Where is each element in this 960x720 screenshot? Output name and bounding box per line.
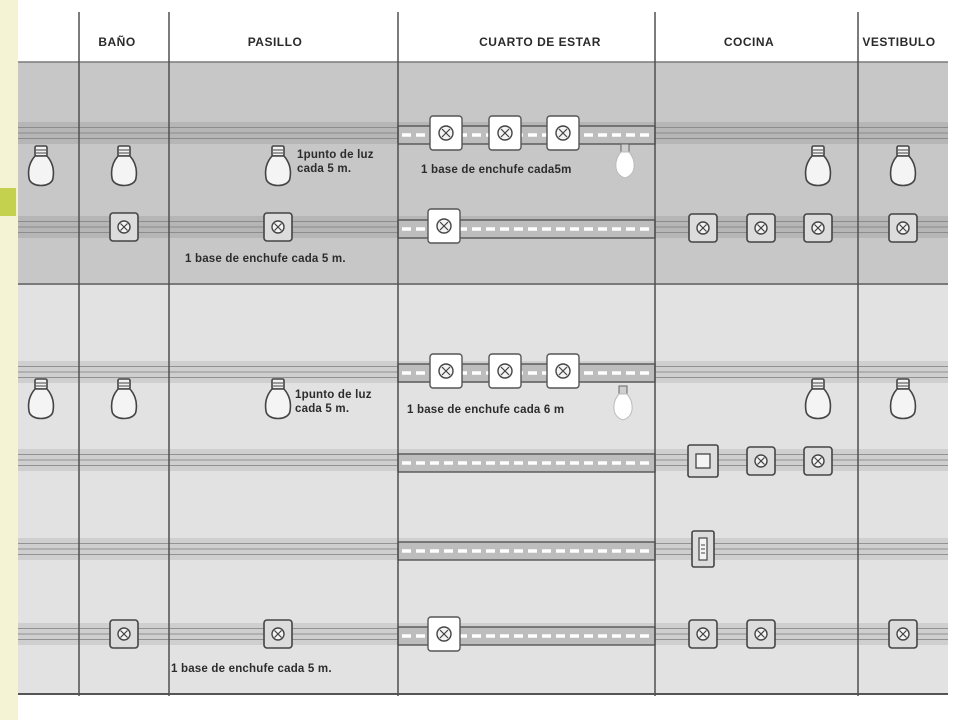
outlet-icon bbox=[263, 212, 293, 242]
outlet-icon bbox=[803, 446, 833, 476]
note-line: cada 5 m. bbox=[295, 403, 350, 415]
outlet-icon bbox=[746, 619, 776, 649]
switch-icon bbox=[687, 444, 719, 478]
outlet-icon bbox=[888, 213, 918, 243]
note-line: 1punto de luz bbox=[295, 389, 372, 401]
outlet-icon bbox=[688, 213, 718, 243]
note-light-pasillo-upper: 1punto de luz cada 5 m. bbox=[297, 148, 374, 176]
note-outlet-pasillo-lower: 1 base de enchufe cada 5 m. bbox=[171, 663, 332, 675]
outlet-icon bbox=[109, 619, 139, 649]
outlet-icon bbox=[546, 115, 580, 151]
decorative-side-tab bbox=[0, 188, 16, 216]
outlet-icon bbox=[427, 208, 461, 244]
note-line: cada 5 m. bbox=[297, 163, 352, 175]
outlet-icon bbox=[803, 213, 833, 243]
note-outlet-estar-upper: 1 base de enchufe cada5m bbox=[421, 164, 572, 176]
outlet-icon bbox=[429, 115, 463, 151]
upper-panel bbox=[18, 62, 948, 284]
header-cocina: COCINA bbox=[723, 35, 775, 49]
outlet-icon bbox=[488, 115, 522, 151]
header-cuarto-de-estar: CUARTO DE ESTAR bbox=[479, 35, 601, 49]
note-line: 1punto de luz bbox=[297, 149, 374, 161]
header-pasillo: PASILLO bbox=[247, 35, 303, 49]
outlet-icon bbox=[263, 619, 293, 649]
outlet-icon bbox=[746, 213, 776, 243]
note-outlet-pasillo-upper: 1 base de enchufe cada 5 m. bbox=[185, 253, 346, 265]
outlet-icon bbox=[109, 212, 139, 242]
outlet-icon bbox=[546, 353, 580, 389]
outlet-icon bbox=[688, 619, 718, 649]
decorative-side-stripe bbox=[0, 0, 18, 720]
distribution-panel-icon bbox=[691, 530, 715, 568]
header-vestibulo: VESTIBULO bbox=[862, 35, 936, 49]
outlet-icon bbox=[746, 446, 776, 476]
outlet-icon bbox=[888, 619, 918, 649]
note-outlet-estar-lower: 1 base de enchufe cada 6 m bbox=[407, 404, 565, 416]
outlet-icon bbox=[429, 353, 463, 389]
outlet-icon bbox=[488, 353, 522, 389]
column-dividers bbox=[78, 12, 859, 696]
header-bano: BAÑO bbox=[98, 35, 136, 49]
note-light-pasillo-lower: 1punto de luz cada 5 m. bbox=[295, 388, 372, 416]
outlet-icon bbox=[427, 616, 461, 652]
